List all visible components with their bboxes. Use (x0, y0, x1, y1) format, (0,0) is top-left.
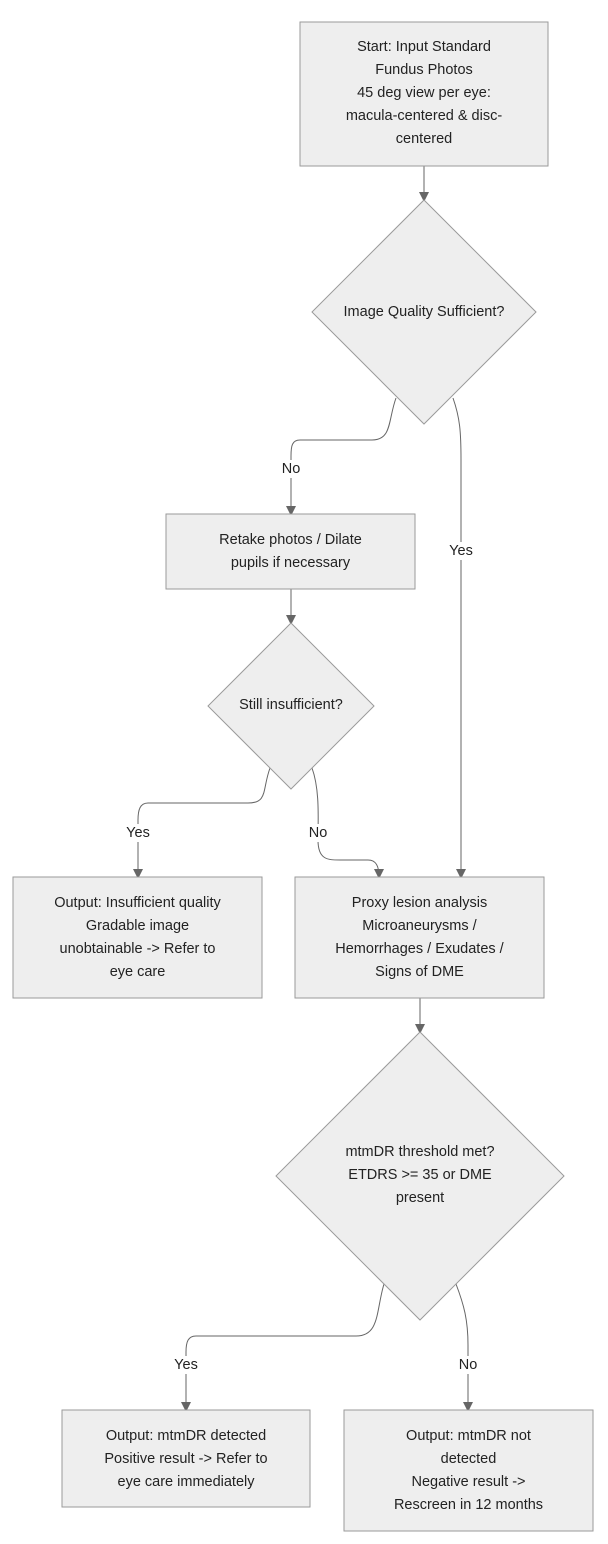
node-proxy-box (294, 876, 545, 999)
node-quality-diamond (311, 199, 537, 425)
edge-label-still-yes: Yes (122, 824, 154, 842)
node-label-line: macula-centered & disc- (345, 108, 503, 124)
node-not-detected-box (343, 1409, 594, 1532)
node-label-line: Microaneurysms / (362, 918, 477, 934)
node-label-line: Negative result -> (411, 1474, 526, 1490)
edge-quality-yes (452, 397, 466, 879)
node-label-line: Output: Insufficient quality (54, 895, 221, 911)
node-label-line: detected (440, 1451, 497, 1467)
node-insufficient-box (12, 876, 263, 999)
node-quality-label: Image Quality Sufficient? (312, 301, 536, 324)
edge-still-yes (133, 767, 271, 879)
node-label-line: Proxy lesion analysis (351, 895, 488, 911)
node-retake-label: Retake photos / Dilate pupils if necessar… (166, 529, 415, 575)
node-label-line: Retake photos / Dilate (219, 532, 362, 548)
node-still-diamond (207, 622, 375, 790)
node-label-line: Output: mtmDR detected (105, 1428, 267, 1444)
node-label-line: Positive result -> Refer to (104, 1451, 268, 1467)
node-label-line: Image Quality Sufficient? (343, 304, 505, 320)
edge-label-threshold-yes: Yes (170, 1356, 202, 1374)
node-start-box (299, 21, 549, 167)
node-label-line: eye care (109, 964, 166, 980)
node-threshold-label: mtmDR threshold met? ETDRS >= 35 or DME pr… (276, 1141, 564, 1210)
edge-still-no (311, 767, 384, 879)
edge-quality-no (286, 397, 397, 516)
node-label-line: Rescreen in 12 months (393, 1497, 544, 1513)
node-threshold-diamond (275, 1031, 565, 1321)
node-label-line: present (395, 1190, 445, 1206)
node-label-line: Fundus Photos (375, 62, 473, 78)
node-label-line: centered (395, 131, 453, 147)
edge-label-quality-yes: Yes (446, 542, 476, 560)
node-label-line: 45 deg view per eye: (357, 85, 491, 101)
node-label-line: Signs of DME (375, 964, 464, 980)
node-label-line: eye care immediately (117, 1474, 255, 1490)
node-detected-box (61, 1409, 311, 1508)
node-retake-box (165, 513, 416, 590)
edge-threshold-yes (181, 1283, 385, 1412)
node-label-line: ETDRS >= 35 or DME (348, 1167, 492, 1183)
edge-label-quality-no: No (276, 460, 306, 478)
node-label-line: mtmDR threshold met? (345, 1144, 495, 1160)
edge-label-threshold-no: No (454, 1356, 482, 1374)
edge-threshold-no (455, 1283, 473, 1412)
node-label-line: unobtainable -> Refer to (59, 941, 216, 957)
node-label-line: Output: mtmDR not (406, 1428, 531, 1444)
node-still-label: Still insufficient? (208, 694, 374, 717)
node-label-line: Still insufficient? (239, 697, 343, 713)
node-label-line: Start: Input Standard (357, 39, 491, 55)
edge-label-still-no: No (304, 824, 332, 842)
node-label-line: Gradable image (85, 918, 190, 934)
node-label-line: Hemorrhages / Exudates / (335, 941, 504, 957)
node-label-line: pupils if necessary (230, 555, 351, 571)
